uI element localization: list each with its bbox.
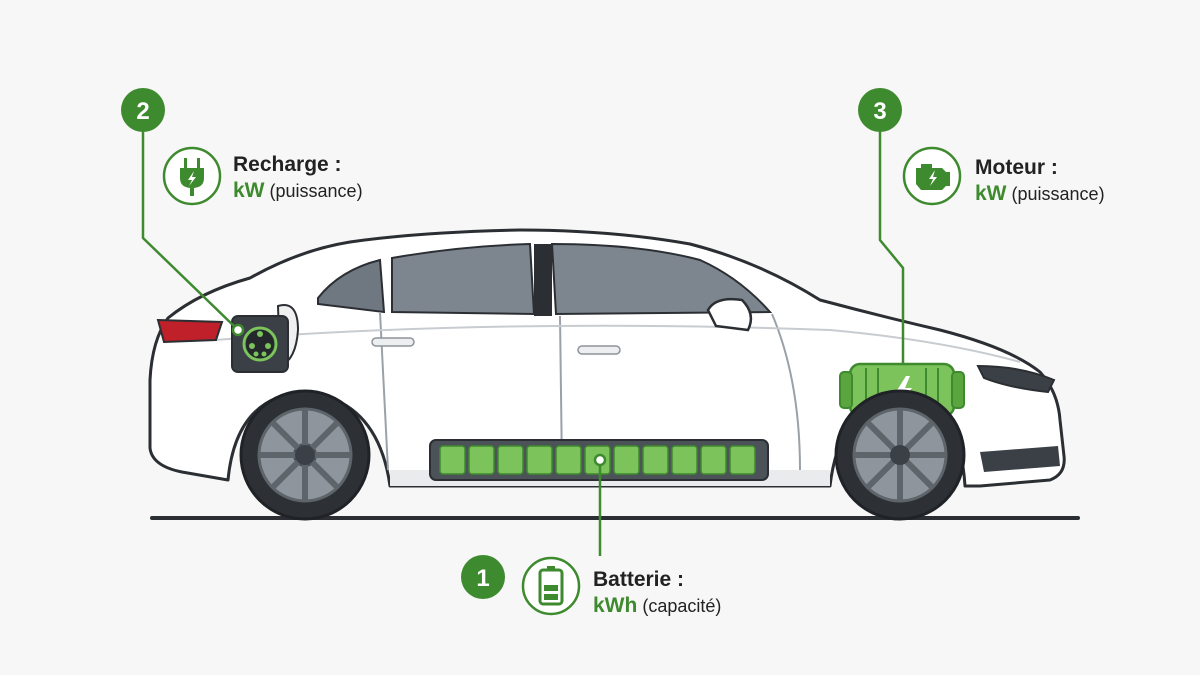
- callout-moteur: Moteur : kW (puissance): [975, 155, 1105, 208]
- callout-unit: kW: [233, 179, 265, 203]
- battery-cell: [468, 445, 495, 475]
- callout-batterie: Batterie : kWh (capacité): [593, 567, 721, 620]
- callout-qualifier: (puissance): [269, 181, 363, 202]
- badge-batterie: 1: [461, 555, 505, 599]
- callout-title: Recharge :: [233, 153, 342, 176]
- battery-cells: [439, 445, 756, 475]
- charge-pin: [253, 351, 259, 357]
- battery-cell: [526, 445, 553, 475]
- callout-recharge: Recharge : kW (puissance): [233, 152, 363, 205]
- charge-pin: [249, 343, 255, 349]
- badge-moteur: 3: [858, 88, 902, 132]
- door-handle-rear: [371, 337, 415, 347]
- headlight: [976, 364, 1056, 394]
- charge-pin: [257, 331, 263, 337]
- plug-icon: [162, 146, 222, 206]
- rear-wheel: [239, 389, 371, 521]
- callout-qualifier: (capacité): [642, 596, 722, 617]
- tail-light: [156, 318, 224, 344]
- front-wheel: [834, 389, 966, 521]
- badge-number: 1: [476, 565, 489, 592]
- battery-cell: [497, 445, 524, 475]
- engine-icon: [902, 146, 962, 206]
- ground-line: [150, 516, 1080, 520]
- callout-unit: kW: [975, 182, 1007, 206]
- side-mirror: [706, 297, 753, 332]
- callout-qualifier: (puissance): [1011, 184, 1105, 205]
- window-rear: [317, 258, 386, 314]
- callout-title: Moteur :: [975, 156, 1058, 179]
- battery-cell: [729, 445, 756, 475]
- badge-number: 3: [873, 98, 886, 125]
- leader-dot-recharge: [231, 323, 245, 337]
- battery-icon: [521, 556, 581, 616]
- door-handle-front: [577, 345, 621, 355]
- bumper-intake: [980, 446, 1060, 472]
- charge-socket: [242, 326, 278, 362]
- battery-cell: [700, 445, 727, 475]
- badge-recharge: 2: [121, 88, 165, 132]
- window-front-door: [550, 242, 773, 316]
- window-rear-door: [391, 242, 536, 316]
- badge-number: 2: [136, 98, 149, 125]
- battery-cell: [613, 445, 640, 475]
- battery-cell: [642, 445, 669, 475]
- leader-line-recharge: [141, 130, 237, 329]
- leader-dot-batterie: [593, 453, 607, 467]
- battery-cell: [671, 445, 698, 475]
- battery-cell: [439, 445, 466, 475]
- leader-line-moteur: [878, 130, 905, 364]
- charge-pin: [261, 351, 267, 357]
- callout-unit: kWh: [593, 594, 638, 618]
- battery-cell: [555, 445, 582, 475]
- b-pillar: [534, 244, 552, 316]
- callout-title: Batterie :: [593, 568, 685, 591]
- door-line-front: [771, 313, 801, 471]
- shoulder-line: [214, 324, 1021, 363]
- charge-pin: [265, 343, 271, 349]
